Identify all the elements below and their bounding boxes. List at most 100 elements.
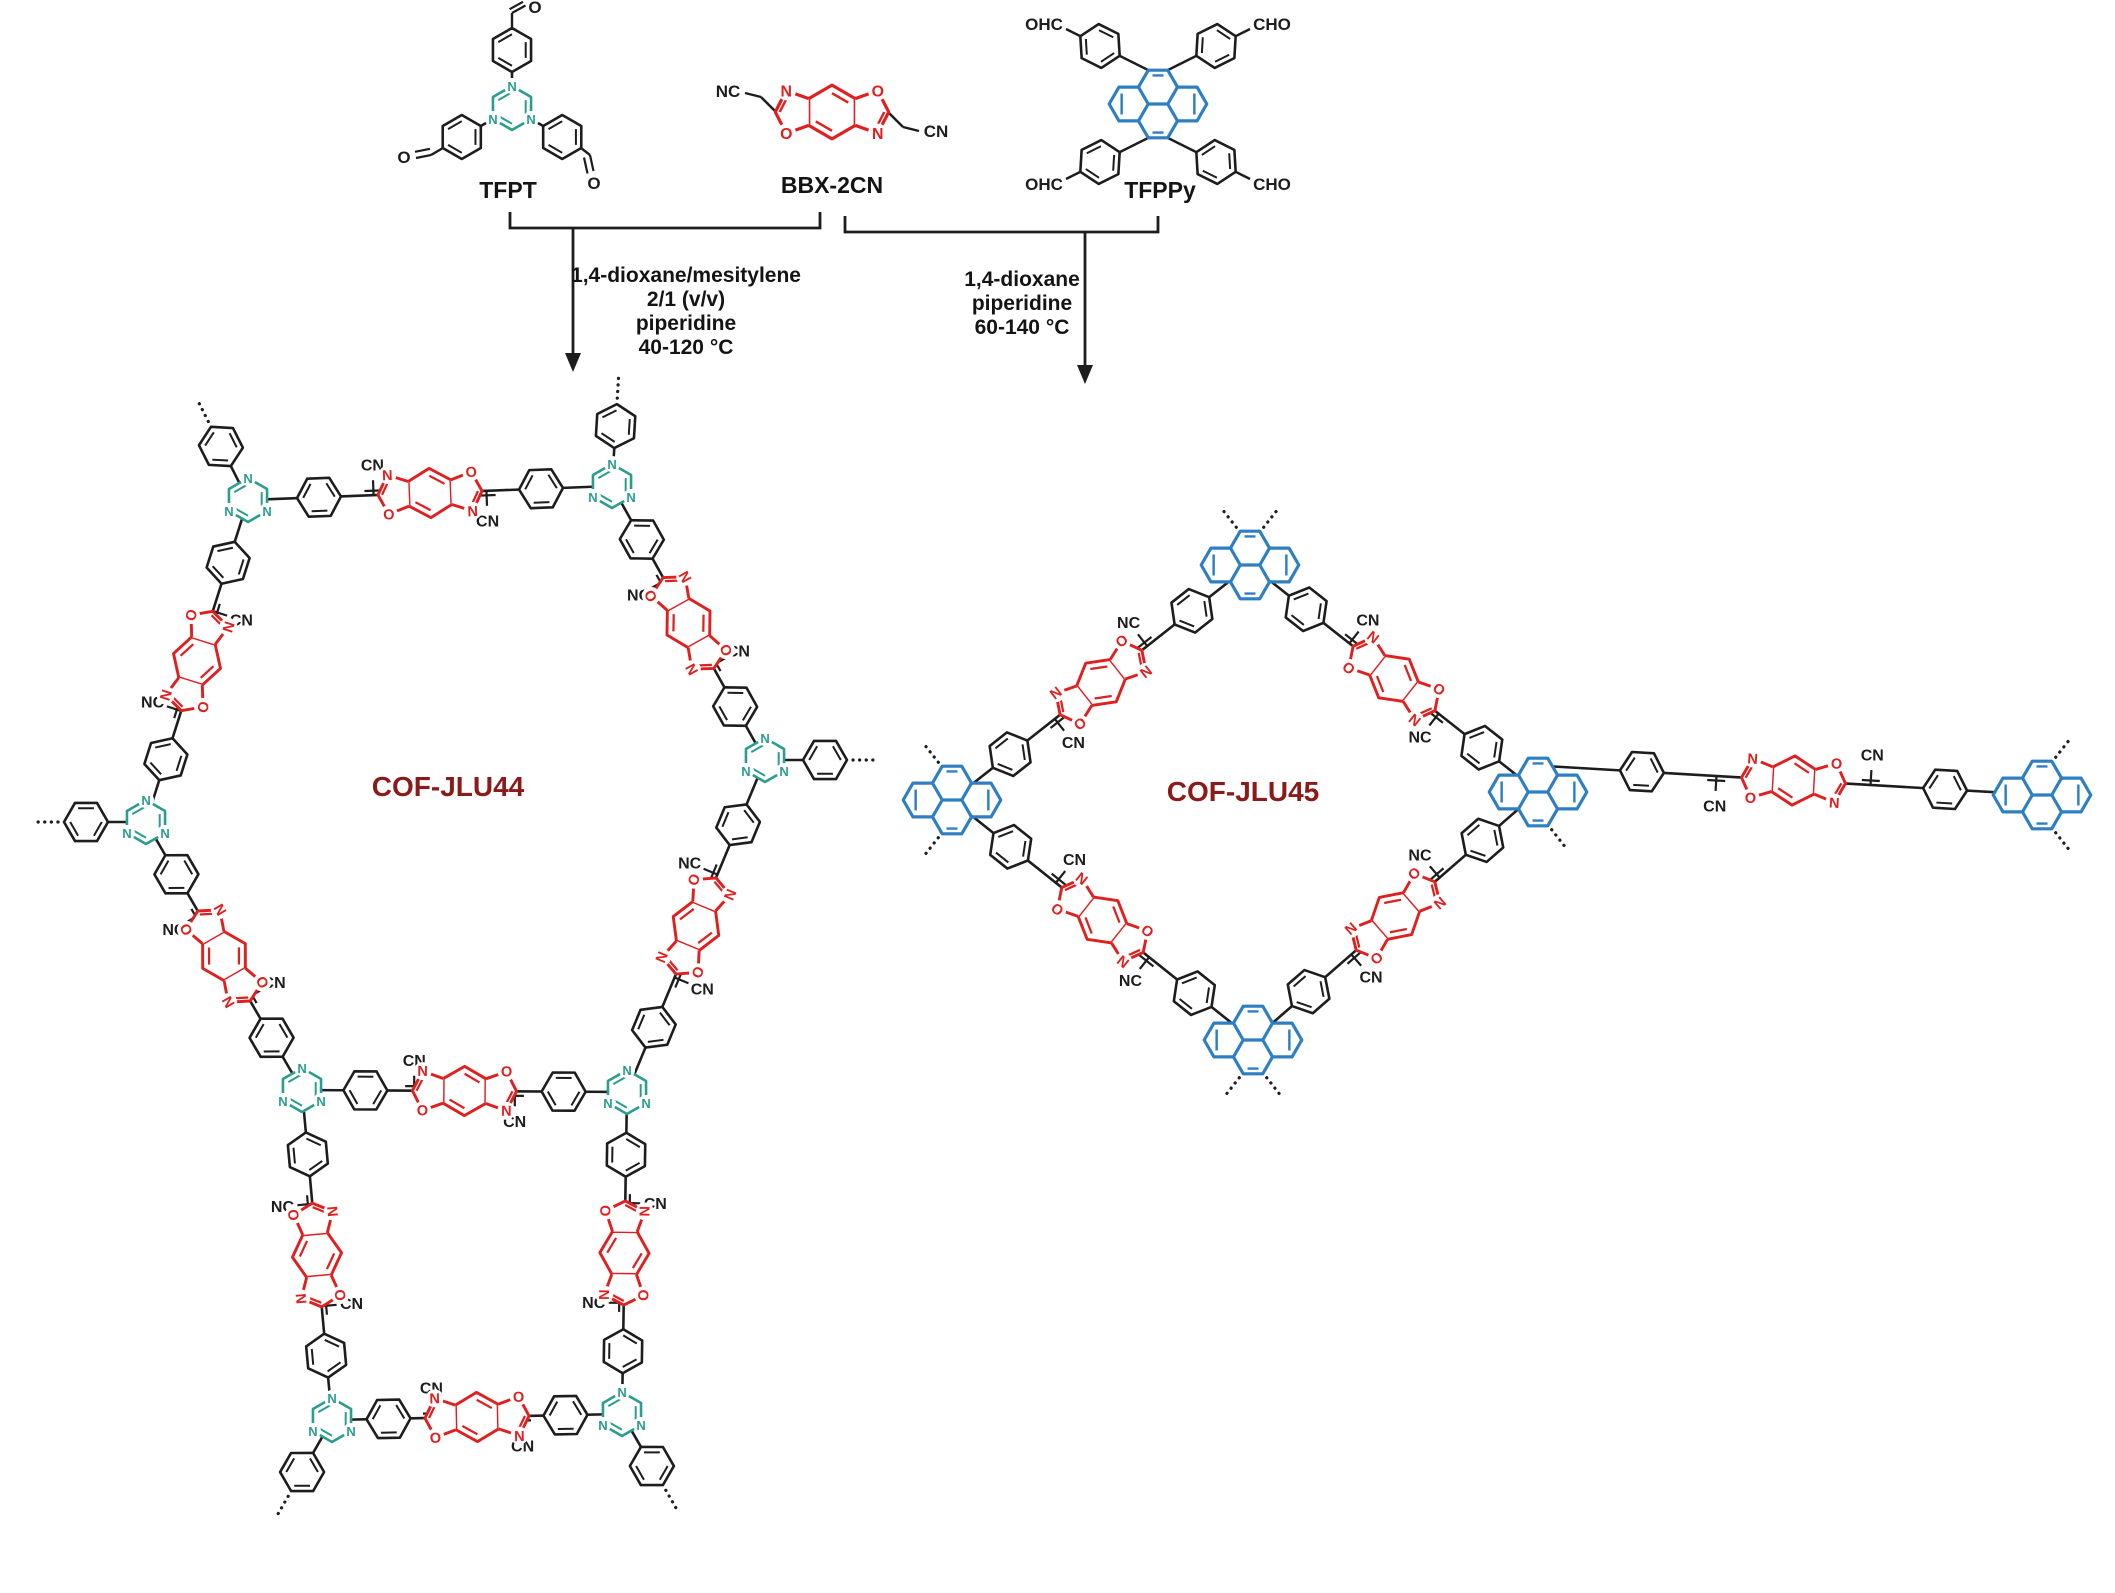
triazine-ring — [483, 76, 541, 132]
triazine-ring — [117, 790, 175, 846]
bond — [1053, 718, 1065, 732]
benzobisoxazole-unit — [593, 1199, 656, 1307]
phenylene-ring — [517, 467, 566, 510]
benzobisoxazole-unit — [375, 461, 485, 526]
nitrile-label: NC — [716, 82, 741, 101]
bond-continuation-dots — [1550, 828, 1569, 851]
triazine-node — [34, 790, 175, 846]
carbonyl-double-bond — [582, 154, 595, 174]
bond — [1428, 713, 1440, 727]
pyrene-node — [1202, 1004, 1304, 1099]
tfpt-monomer-structure: OOO — [397, 0, 600, 193]
phenylene-ring — [1161, 580, 1223, 641]
phenyl-ring — [1186, 17, 1246, 75]
bond — [310, 1434, 325, 1456]
nitrile-label: NC — [1408, 847, 1432, 864]
benzobisoxazole-unit — [152, 601, 242, 721]
bond — [744, 91, 762, 99]
aldehyde-label: CHO — [1253, 175, 1291, 194]
phenylene-ring — [626, 998, 682, 1057]
nitrile-label: CN — [1861, 748, 1884, 765]
triazine-ring — [736, 728, 794, 784]
bond — [1350, 953, 1363, 967]
phenylene-ring — [979, 724, 1041, 785]
bond — [430, 146, 444, 157]
benzobisoxazole-unit — [171, 895, 277, 1017]
aldehyde-label: OHC — [1025, 15, 1063, 34]
pyrene-node — [901, 741, 1003, 859]
terminal-phenyl-ring — [273, 1442, 331, 1502]
monomer-label-tfpt: TFPT — [479, 177, 537, 203]
pyrene-node — [1199, 506, 1301, 601]
phenylene-ring — [1452, 810, 1513, 871]
phenyl-ring — [1070, 17, 1130, 75]
aldehyde-label: OHC — [1025, 175, 1063, 194]
bond-continuation-dots — [196, 400, 210, 424]
bond-continuation-dots — [1265, 1076, 1284, 1099]
phenyl-ring — [1186, 133, 1246, 191]
nitrile-label: CN — [1062, 735, 1085, 752]
carbonyl-double-bond — [509, 0, 527, 14]
cof44-edge-top: CN CN — [247, 458, 613, 530]
triazine-node — [736, 728, 877, 784]
triazine-node — [593, 1382, 681, 1511]
bond-continuation-dots — [1222, 1076, 1241, 1099]
benzobisoxazole-unit — [1335, 858, 1455, 974]
pyrene-core — [1202, 1004, 1304, 1076]
pyrene-core — [1199, 529, 1301, 601]
cof45-edge-extension: CN CN — [1544, 747, 2043, 815]
phenylene-ring — [1920, 767, 1970, 811]
phenylene-ring — [980, 816, 1042, 877]
nitrile-label: CN — [1703, 798, 1726, 815]
conditions-line: 60-140 °C — [975, 316, 1070, 339]
bond-continuation-dots — [275, 1494, 290, 1517]
product-label-cof-jlu45: COF-JLU45 — [1167, 776, 1319, 807]
bracket-right — [843, 216, 1160, 234]
bond-continuation-dots — [1219, 506, 1238, 529]
phenyl-ring — [1070, 133, 1130, 191]
phenylene-ring — [202, 534, 255, 591]
nitrile-label: CN — [476, 513, 499, 530]
reaction-conditions-right: 1,4-dioxane piperidine 60-140 °C — [964, 268, 1080, 339]
benzobisoxazole-unit — [282, 1199, 352, 1311]
bond — [1714, 775, 1718, 792]
terminal-phenyl-ring — [593, 401, 638, 451]
bond — [1138, 956, 1151, 970]
benzobisoxazole-unit — [647, 865, 744, 987]
conditions-line: piperidine — [636, 312, 736, 335]
monomer-label-bbx2cn: BBX-2CN — [781, 172, 883, 198]
bond — [1137, 633, 1149, 647]
bond-continuation-dots — [2054, 736, 2073, 759]
product-label-cof-jlu44: COF-JLU44 — [372, 771, 525, 802]
phenylene-ring — [364, 1398, 413, 1440]
triazine-ring — [598, 1060, 656, 1116]
phenyl-ring — [491, 26, 533, 74]
nitrile-label: CN — [1356, 612, 1379, 629]
conditions-line: 1,4-dioxane/mesitylene — [571, 264, 801, 287]
benzobisoxazole-unit — [636, 562, 741, 684]
oxygen-label: O — [397, 148, 410, 167]
monomer-label-tfppy: TFPPy — [1124, 177, 1196, 203]
phenylene-ring — [242, 1007, 301, 1068]
bracket-left — [508, 212, 822, 230]
nitrile-label: CN — [361, 458, 384, 475]
triazine-ring — [273, 1058, 331, 1114]
arrow-right-head — [1077, 365, 1093, 384]
terminal-phenyl-ring — [62, 801, 110, 843]
bond — [371, 480, 375, 496]
phenylene-ring — [710, 795, 766, 854]
triazine-ring — [303, 1388, 361, 1444]
bond — [760, 96, 777, 113]
benzobisoxazole-core — [773, 79, 891, 145]
phenylene-ring — [1163, 963, 1225, 1024]
bond-continuation-dots — [921, 741, 940, 764]
phenylene-ring — [285, 1129, 331, 1180]
terminal-phenyl-ring — [801, 739, 849, 781]
